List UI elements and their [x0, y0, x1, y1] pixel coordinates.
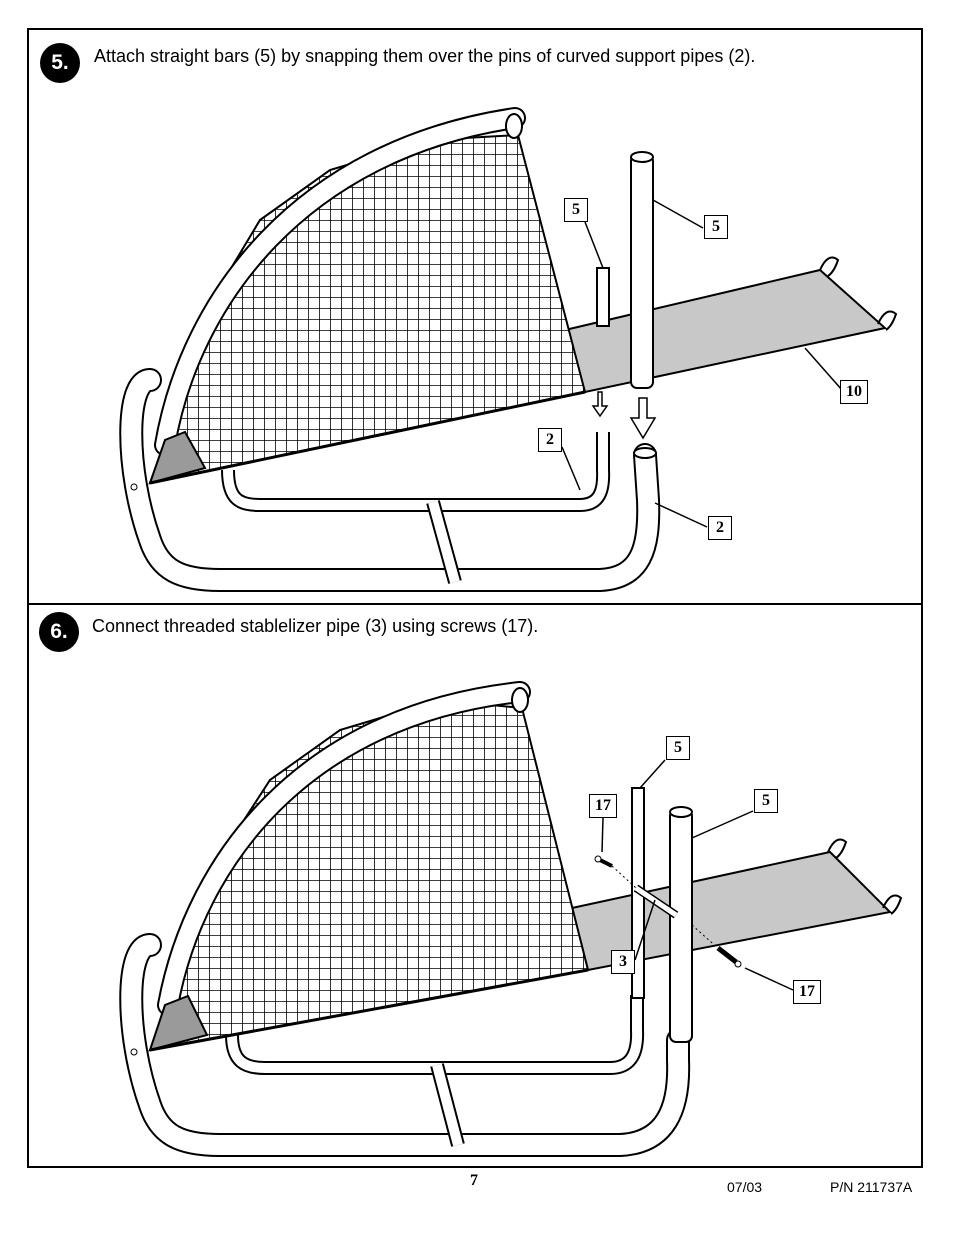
callout-5: 5 — [754, 789, 778, 813]
page-number: 7 — [470, 1172, 478, 1189]
revision-date: 07/03 — [727, 1179, 763, 1195]
step-6-badge: 6. — [39, 612, 79, 652]
down-arrow-icon — [591, 391, 657, 440]
instruction-frame — [27, 28, 923, 1168]
net-frame-assembly-illustration — [119, 107, 898, 592]
callout-10: 10 — [840, 380, 868, 404]
callout-3: 3 — [611, 950, 635, 974]
step-6-instruction: Connect threaded stablelizer pipe (3) us… — [92, 616, 539, 636]
callout-17: 17 — [589, 794, 617, 818]
step-divider — [27, 603, 923, 605]
callout-5: 5 — [704, 215, 728, 239]
step-5-badge: 5. — [40, 43, 80, 83]
step-5-instruction: Attach straight bars (5) by snapping the… — [94, 46, 756, 66]
callout-2: 2 — [708, 516, 732, 540]
callout-17: 17 — [793, 980, 821, 1004]
callout-5: 5 — [666, 736, 690, 760]
callout-5: 5 — [564, 198, 588, 222]
part-number: P/N 211737A — [830, 1179, 913, 1195]
callout-2: 2 — [538, 428, 562, 452]
